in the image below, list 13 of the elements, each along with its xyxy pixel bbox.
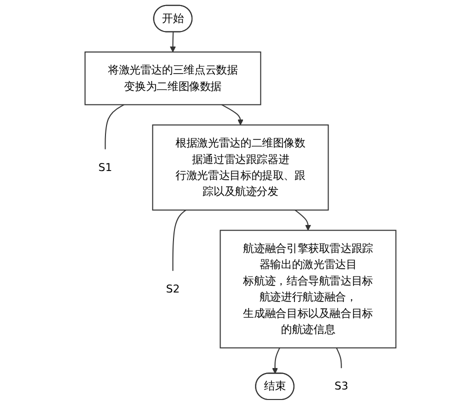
node-box: 根据激光雷达的二维图像数据通过雷达跟踪器进行激光雷达目标的提取、跟踪以及航迹分发 [152,124,329,211]
node-text: S2 [166,282,180,296]
node-box: 航迹融合引擎获取雷达跟踪器输出的激光雷达目标航迹，结合导航雷达目标航迹进行航迹融合，生成融合目标以及融合目标的航迹信息 [220,230,396,348]
node-text: S1 [98,160,112,174]
arrow [272,348,280,374]
connector [336,348,342,368]
arrow [294,210,312,231]
arrow [221,104,244,126]
node-text: S3 [334,380,348,392]
connector [104,104,124,150]
node-box: 将激光雷达的三维点云数据变换为二维图像数据 [84,52,262,106]
arrow [170,32,176,52]
connector [172,210,186,271]
